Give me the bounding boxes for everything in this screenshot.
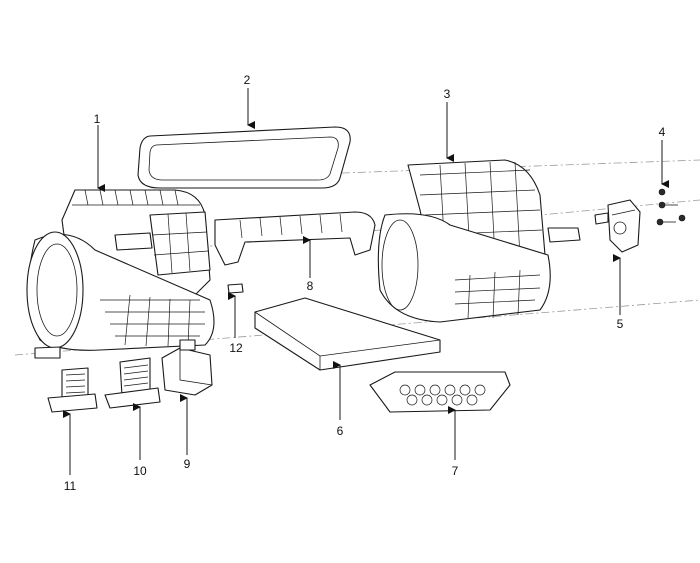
- part-10-resistor: [104, 357, 161, 409]
- callout-2: 2: [244, 73, 251, 87]
- callout-4: 4: [659, 125, 666, 139]
- callout-5: 5: [617, 317, 624, 331]
- callout-8: 8: [307, 279, 314, 293]
- callout-6: 6: [337, 424, 344, 438]
- part-1-blower-case: [26, 189, 215, 359]
- callout-11: 11: [64, 479, 77, 493]
- callout-labels: 1 2 3 4 5 6 7 8 9 10 11 12: [64, 73, 666, 493]
- callout-3: 3: [444, 87, 451, 101]
- part-9-actuator: [161, 339, 213, 396]
- part-11-resistor: [47, 367, 98, 413]
- part-7-evaporator-cover: [369, 371, 511, 413]
- part-12-clip: [227, 283, 244, 294]
- part-8-upper-brace: [214, 211, 376, 266]
- callout-9: 9: [184, 457, 191, 471]
- callout-1: 1: [94, 112, 101, 126]
- callout-7: 7: [452, 464, 459, 478]
- part-4-screws: [656, 188, 686, 226]
- leader-lines: [63, 88, 669, 475]
- part-5-actuator: [594, 199, 641, 253]
- callout-10: 10: [133, 464, 147, 478]
- callout-12: 12: [229, 341, 243, 355]
- part-3-right-housing: [377, 159, 581, 323]
- part-2-seal-frame: [137, 126, 351, 189]
- part-6-filter: [254, 297, 441, 371]
